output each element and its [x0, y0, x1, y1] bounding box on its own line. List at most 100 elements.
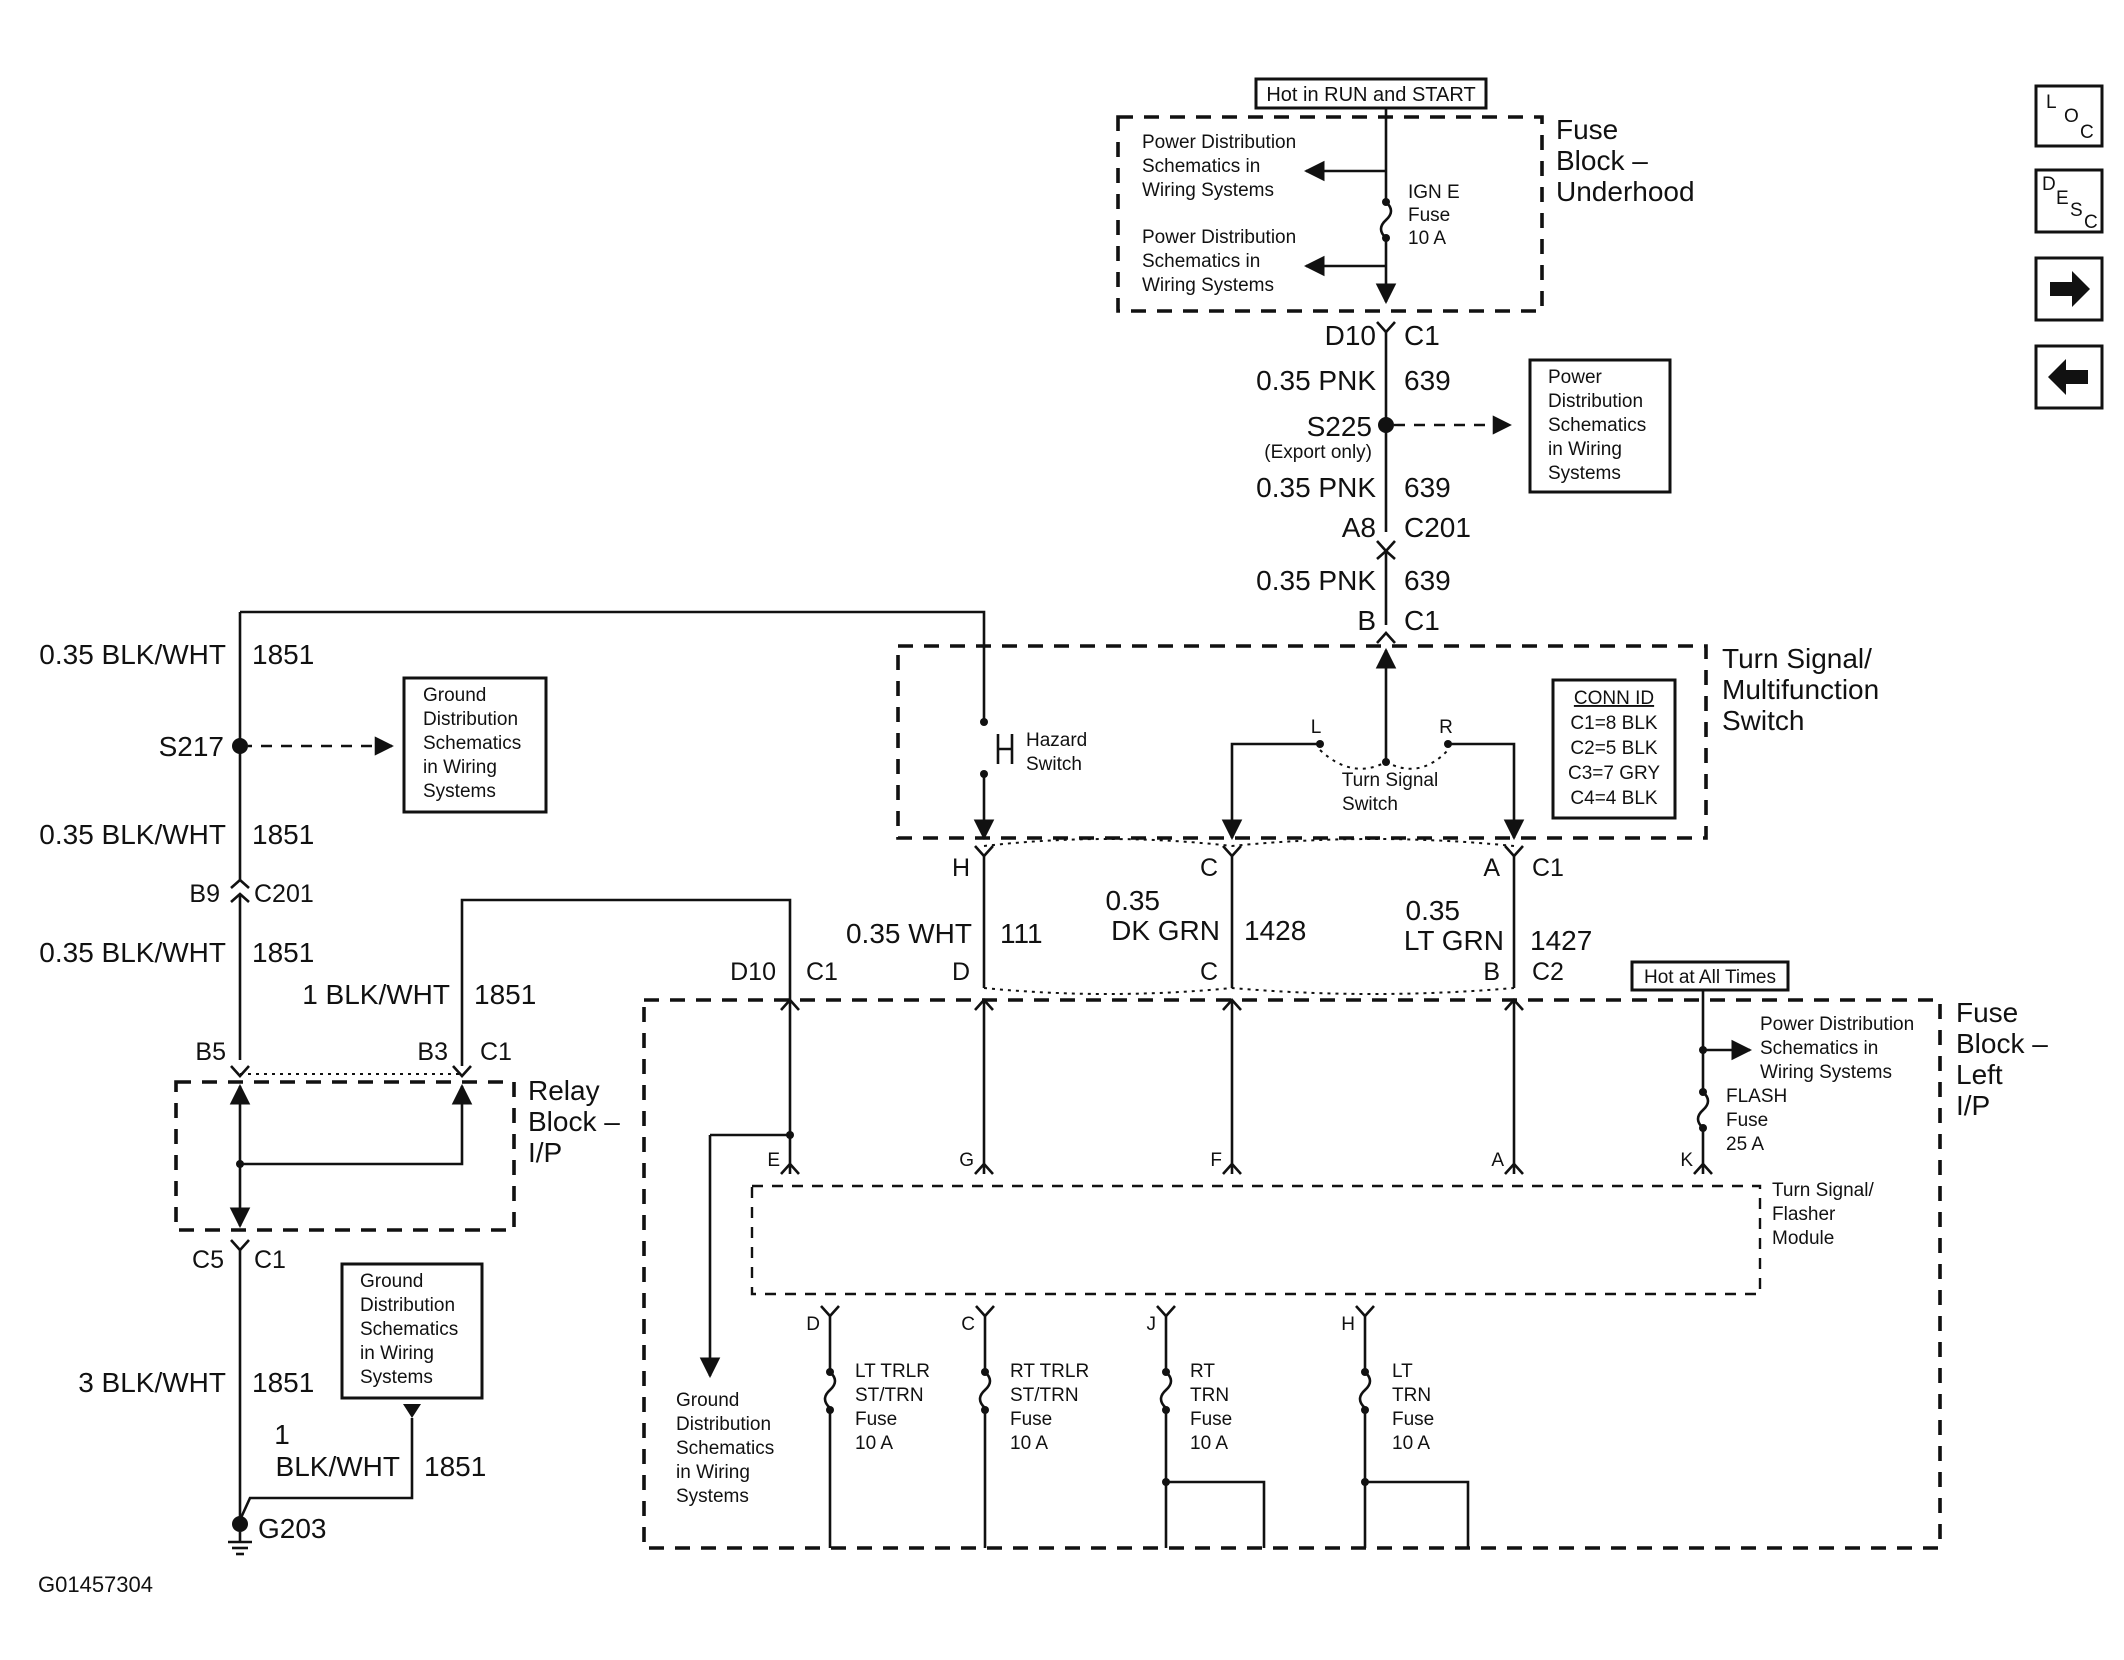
wire-1428-gauge: 0.35 [1106, 885, 1161, 916]
desc-letter-e: E [2056, 188, 2069, 209]
wire-639-circuit-3: 639 [1404, 565, 1451, 596]
gd-box-2-line-2: Distribution [360, 1295, 455, 1316]
flasher-module-label-2: Flasher [1772, 1204, 1836, 1225]
pd-ref-box-s225 [1528, 358, 1672, 494]
gd-ref-fb-line-3: Schematics [676, 1438, 774, 1459]
next-button[interactable] [2034, 256, 2104, 322]
wire-639-color-3: 0.35 PNK [1256, 565, 1376, 596]
fuse-lt-trlr-line-1: LT TRLR [855, 1361, 930, 1382]
hot-at-all-times-box [1630, 960, 1790, 992]
pd-ref-box-line-1: Power [1548, 367, 1603, 388]
fuse-block-underhood-title-2: Block – [1556, 145, 1648, 176]
conn-c1-left: C1 [806, 958, 838, 986]
gd-ref-fb-line-4: in Wiring [676, 1462, 750, 1483]
ign-e-fuse-line-2: Fuse [1408, 205, 1450, 226]
gd-box-1-line-5: Systems [423, 781, 496, 802]
wire-111-color: 0.35 WHT [846, 918, 972, 949]
gd-ref-fb-line-5: Systems [676, 1486, 749, 1507]
hot-run-start-label: Hot in RUN and START [1266, 84, 1475, 106]
fuse-rt-trlr-line-2: ST/TRN [1010, 1385, 1079, 1406]
conn-a8-pin: A8 [1342, 512, 1376, 543]
pin-a-upper: A [1483, 854, 1500, 882]
pd-ref-2-line-1: Power Distribution [1142, 227, 1296, 248]
hot-run-start-box [1254, 77, 1488, 110]
module-pin-c: C [961, 1314, 975, 1335]
feed-circuit-639: D10 C1 0.35 PNK 639 S225 (Export only) P… [1256, 320, 1672, 644]
wire-1851-color-2: 0.35 BLK/WHT [39, 819, 226, 850]
gd-ref-fb-line-1: Ground [676, 1390, 739, 1411]
prev-button[interactable] [2034, 344, 2104, 410]
module-pin-a: A [1491, 1150, 1504, 1171]
pd-ref-left-line-2: Schematics in [1760, 1038, 1878, 1059]
desc-button[interactable]: D E S C [2034, 168, 2104, 234]
turn-switch-pos-right: R [1439, 717, 1453, 738]
module-pin-g: G [959, 1150, 974, 1171]
fuse-lt-trn-line-1: LT [1392, 1361, 1413, 1382]
flash-fuse-line-1: FLASH [1726, 1086, 1787, 1107]
pd-ref-2-line-2: Schematics in [1142, 251, 1260, 272]
wire-639-circuit-2: 639 [1404, 472, 1451, 503]
module-pin-j: J [1147, 1314, 1157, 1335]
arrow-right-icon [2050, 271, 2090, 307]
relay-block-title-1: Relay [528, 1075, 600, 1106]
ign-e-fuse-line-1: IGN E [1408, 182, 1460, 203]
wire-639-color-1: 0.35 PNK [1256, 365, 1376, 396]
wire-1851-circuit-3: 1851 [252, 937, 314, 968]
relay-pin-b5: B5 [195, 1038, 226, 1066]
pd-ref-2-line-3: Wiring Systems [1142, 275, 1274, 296]
gd-box-1-line-1: Ground [423, 685, 486, 706]
pin-d: D [952, 958, 970, 986]
loc-button[interactable]: L O C [2034, 84, 2104, 148]
conn-id-row-4: C4=4 BLK [1570, 788, 1657, 809]
flash-fuse-line-2: Fuse [1726, 1110, 1768, 1131]
pd-ref-box-line-3: Schematics [1548, 415, 1646, 436]
relay-block-ip [174, 1080, 516, 1232]
fuse-block-left-title-2: Block – [1956, 1028, 2048, 1059]
loc-letter-o: O [2064, 106, 2079, 127]
pd-ref-left-line-3: Wiring Systems [1760, 1062, 1892, 1083]
conn-c201-id: C201 [1404, 512, 1471, 543]
gd-box-2-line-5: Systems [360, 1367, 433, 1388]
wire-1427-gauge: 0.35 [1406, 895, 1461, 926]
turn-switch-pos-left: L [1311, 717, 1322, 738]
fuse-block-left-ip: Fuse Block – Left I/P Hot at All Times P… [642, 960, 2048, 1550]
mid-wires: H C A C1 0.35 WHT 111 0.35 DK GRN 1428 0… [460, 838, 1592, 1040]
wire-1851-circuit-4: 1851 [474, 979, 536, 1010]
fuse-rt-trn-line-4: 10 A [1190, 1433, 1228, 1454]
turn-signal-switch-title-1: Turn Signal/ [1722, 643, 1872, 674]
fuse-rt-trlr-line-4: 10 A [1010, 1433, 1048, 1454]
splice-s225 [1378, 417, 1394, 433]
pd-ref-1-line-2: Schematics in [1142, 156, 1260, 177]
fuse-rt-trn-line-3: Fuse [1190, 1409, 1232, 1430]
flasher-module-label-3: Module [1772, 1228, 1834, 1249]
fuse-lt-trlr-line-3: Fuse [855, 1409, 897, 1430]
wire-1851-color-5: 3 BLK/WHT [78, 1367, 226, 1398]
arrow-left-icon [2048, 359, 2088, 395]
wire-1427-color: LT GRN [1404, 925, 1504, 956]
pin-h: H [952, 854, 970, 882]
wire-1851-color-6: BLK/WHT [276, 1451, 400, 1482]
loc-letter-l: L [2046, 92, 2057, 113]
wire-111-circuit: 111 [1000, 918, 1043, 949]
wire-1851-circuit-6: 1851 [424, 1451, 486, 1482]
turn-signal-switch-label-2: Switch [1342, 794, 1398, 815]
wire-1851-color-3: 0.35 BLK/WHT [39, 937, 226, 968]
conn-id-header: CONN ID [1574, 688, 1654, 709]
hazard-switch-label-2: Switch [1026, 754, 1082, 775]
hazard-switch-label-1: Hazard [1026, 730, 1087, 751]
gd-ref-fb-line-2: Distribution [676, 1414, 771, 1435]
gd-box-2-line-3: Schematics [360, 1319, 458, 1340]
desc-letter-s: S [2070, 200, 2083, 221]
fuse-rt-trlr-line-3: Fuse [1010, 1409, 1052, 1430]
wire-1851-circuit-5: 1851 [252, 1367, 314, 1398]
conn-b9-pin: B9 [189, 880, 220, 908]
module-pin-d: D [806, 1314, 820, 1335]
fuse-lt-trlr-line-2: ST/TRN [855, 1385, 924, 1406]
wire-1851-color-4: 1 BLK/WHT [302, 979, 450, 1010]
turn-signal-switch-title-2: Multifunction [1722, 674, 1879, 705]
module-pin-h: H [1341, 1314, 1355, 1335]
wire-639-circuit-1: 639 [1404, 365, 1451, 396]
conn-d10-id: C1 [1404, 320, 1440, 351]
wire-1851-color-1: 0.35 BLK/WHT [39, 639, 226, 670]
